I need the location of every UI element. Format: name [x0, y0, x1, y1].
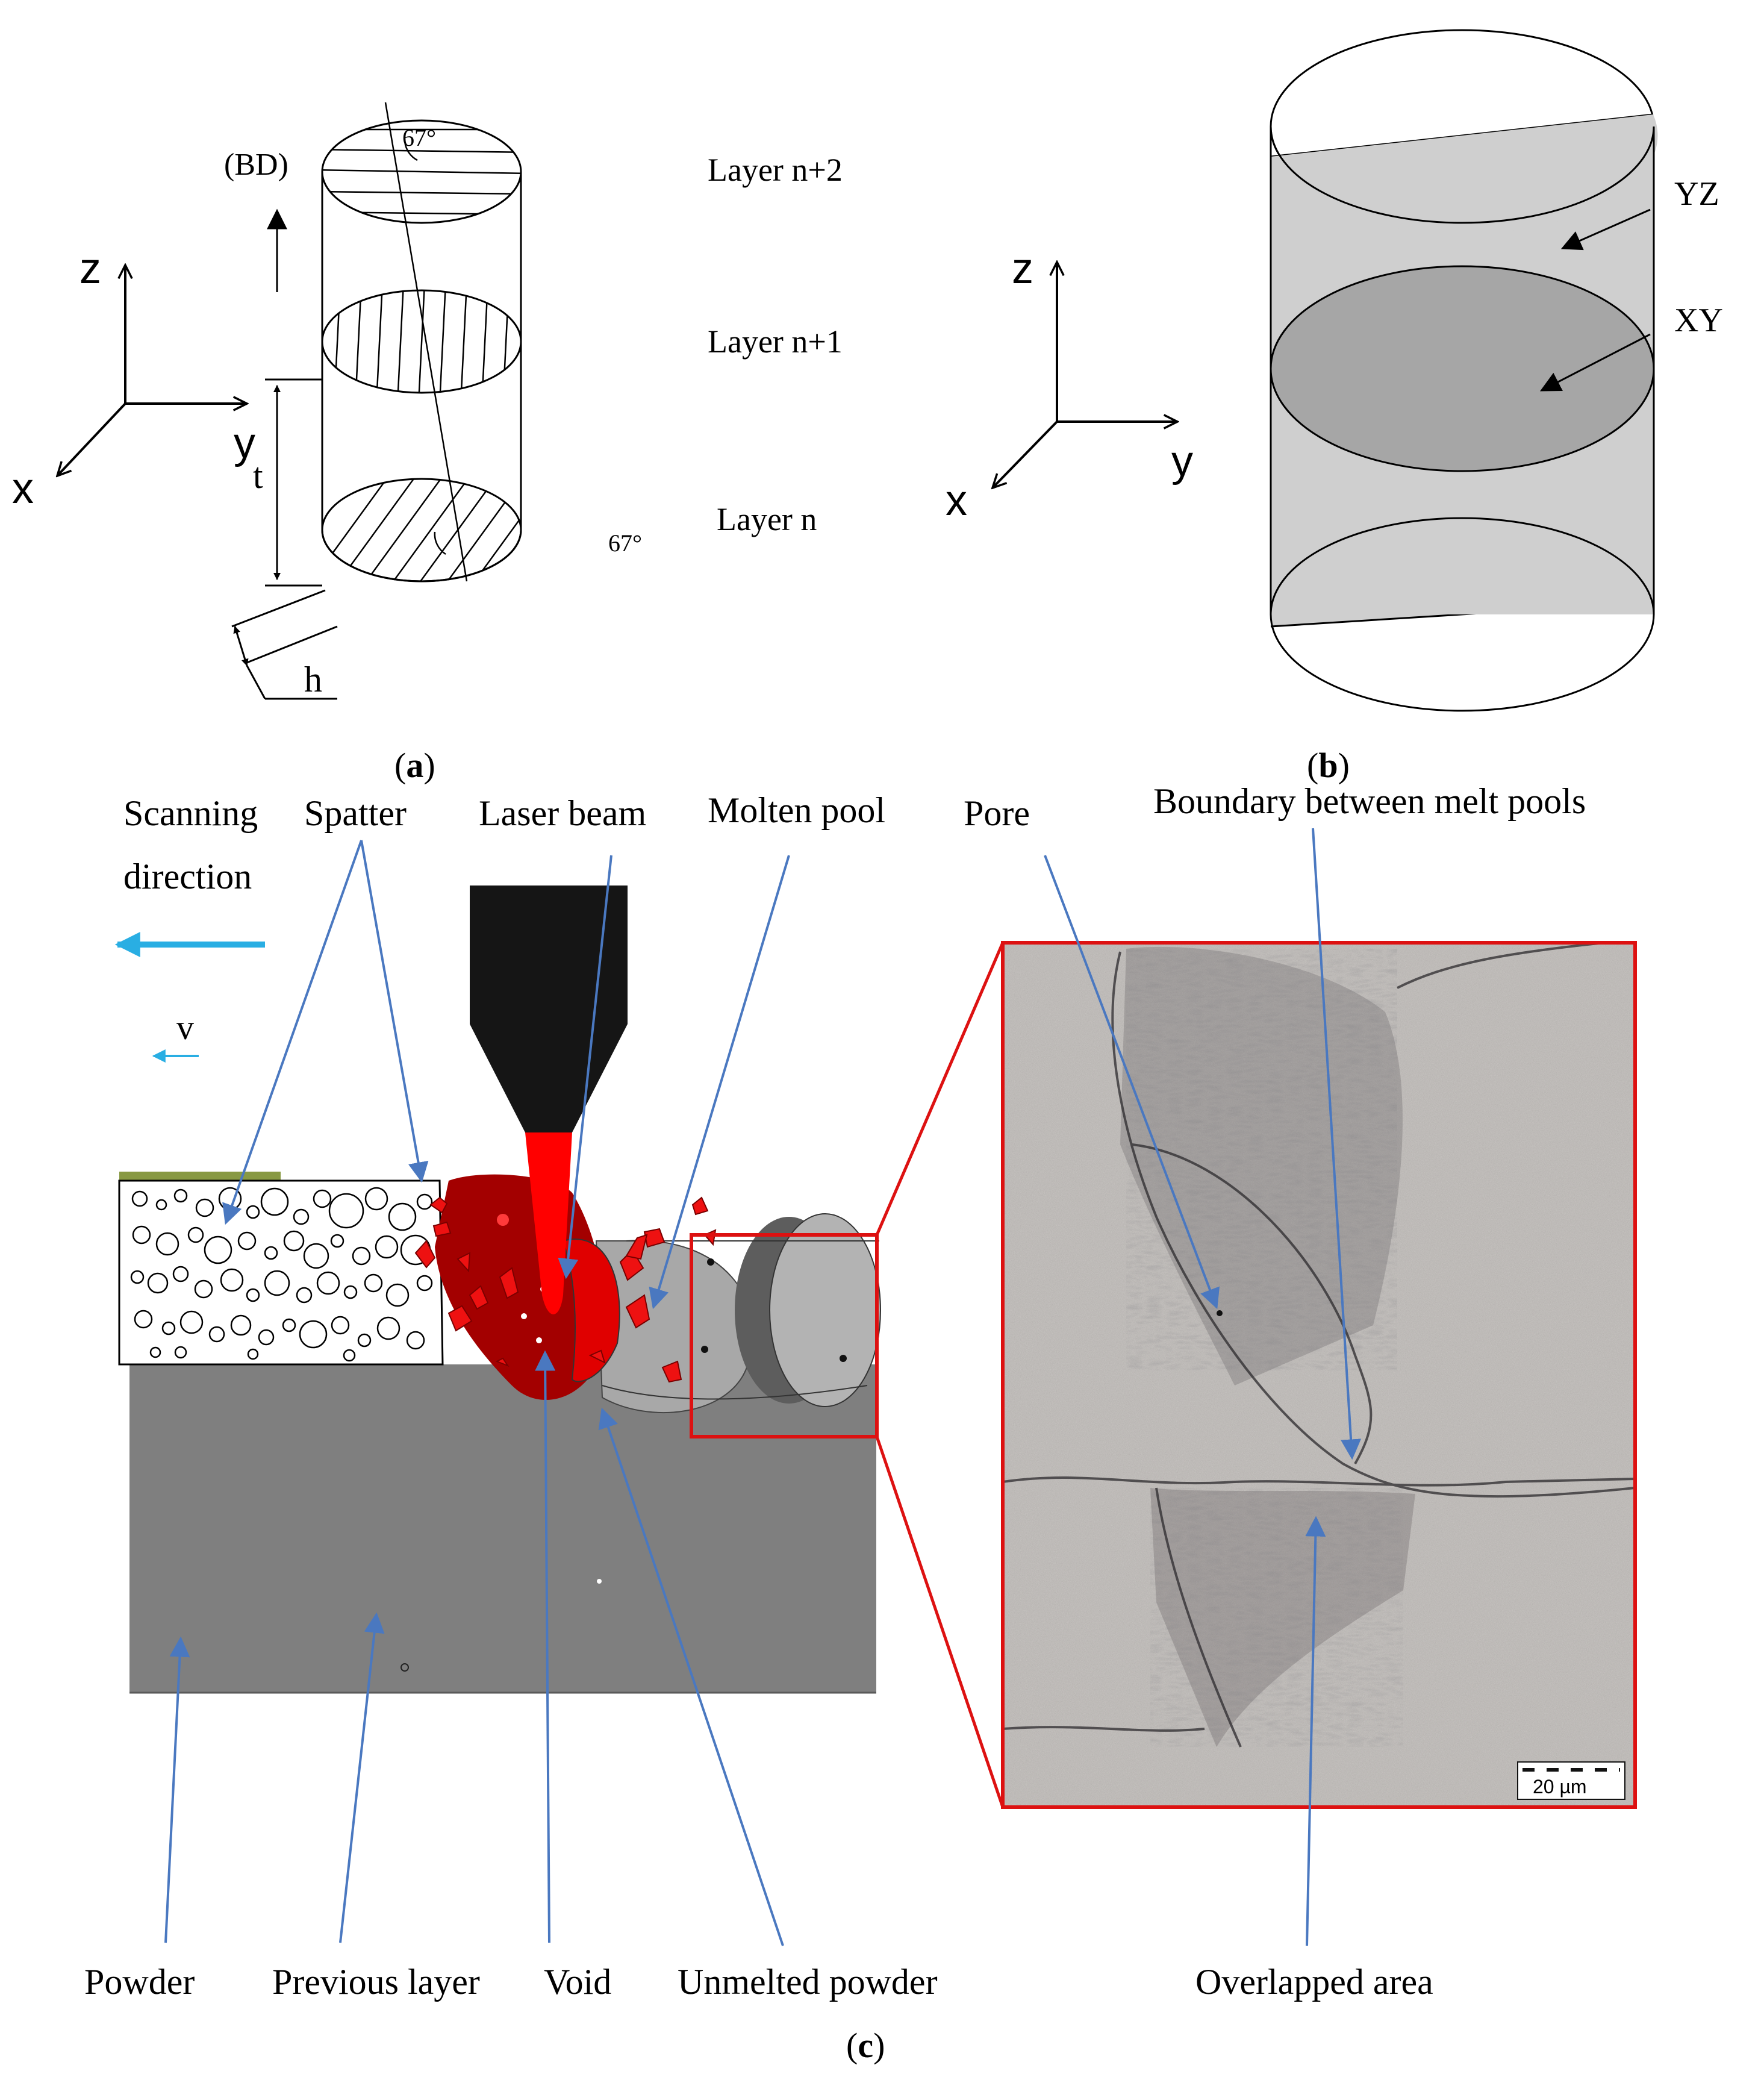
dim-h-label: h	[304, 660, 322, 699]
angle-arc-bottom	[434, 531, 446, 555]
panel-b: z y x YZ XY (b)	[946, 29, 1723, 785]
dimension-t	[265, 378, 322, 587]
angle-top-label: 67°	[402, 124, 436, 151]
scanning-label-1: Scanning	[123, 793, 258, 833]
angle-arc-top	[404, 137, 418, 161]
plane-yz-label: YZ	[1674, 175, 1719, 213]
dim-t-label: t	[253, 456, 263, 496]
powder-bed	[118, 1179, 444, 1366]
pointer-arrows	[164, 828, 1362, 1946]
axis-x-line-b	[993, 420, 1058, 488]
panel-b-label: (b)	[1307, 746, 1350, 785]
yz-pointer	[1560, 208, 1651, 251]
overlapped-area-label: Overlapped area	[1195, 1962, 1433, 2002]
overlap-pool-right	[769, 1213, 881, 1407]
panel-a-label: (a)	[394, 746, 435, 785]
speed-label: v	[176, 1008, 194, 1047]
powder-label: Powder	[84, 1962, 195, 2002]
axis-y-label-b: y	[1171, 437, 1193, 486]
rotation-axis-line	[384, 102, 468, 582]
axis-y-label: y	[234, 419, 255, 467]
axis-x-label-b: x	[946, 476, 967, 525]
hatch-bottom	[322, 479, 521, 581]
melt-pools	[435, 1174, 881, 1413]
molten-pool-label: Molten pool	[708, 790, 885, 830]
layer-n-label: Layer n	[717, 501, 817, 537]
plane-xy-label: XY	[1674, 302, 1723, 339]
xy-pointer	[1539, 333, 1651, 392]
layer-n1-label: Layer n+1	[708, 323, 843, 360]
layer-n2-label: Layer n+2	[708, 152, 843, 188]
layer-n1-ellipse	[321, 289, 522, 394]
boundary-label: Boundary between melt pools	[1153, 781, 1586, 821]
scanning-label-2: direction	[123, 857, 252, 896]
zoom-source-box	[690, 1233, 879, 1438]
cylinder-b	[1270, 29, 1658, 712]
dimension-h	[231, 589, 338, 700]
angle-bottom-label: 67°	[608, 529, 642, 557]
spatter-label: Spatter	[304, 793, 407, 833]
axis-z-label: z	[79, 245, 101, 293]
layer-n-ellipse	[321, 478, 522, 583]
scale-bar-label: 20 µm	[1533, 1776, 1587, 1798]
axis-x-label: x	[12, 464, 34, 513]
void-label: Void	[544, 1962, 611, 2002]
build-direction-label: (BD)	[224, 148, 288, 182]
micrograph	[1003, 943, 1635, 1807]
cylinder-a	[321, 119, 522, 583]
scale-bar: 20 µm	[1517, 1761, 1625, 1800]
pore-label: Pore	[964, 793, 1030, 833]
axes-a	[57, 265, 247, 476]
previous-layer-label: Previous layer	[272, 1962, 480, 2002]
panel-c: Scanning direction Spatter Laser beam Mo…	[84, 781, 1637, 2065]
axis-x-line	[57, 402, 126, 476]
previous-layer-block	[129, 1364, 876, 1693]
panel-c-label: (c)	[846, 2026, 885, 2065]
axes-b	[993, 262, 1177, 488]
panel-a: z y x (BD)	[12, 102, 843, 785]
unmelted-powder-label: Unmelted powder	[678, 1962, 938, 2002]
plane-xy-shape	[1270, 265, 1655, 472]
axis-z-label-b: z	[1012, 245, 1033, 293]
layer-n2-ellipse	[321, 119, 522, 224]
laser-beam-label: Laser beam	[479, 793, 646, 833]
